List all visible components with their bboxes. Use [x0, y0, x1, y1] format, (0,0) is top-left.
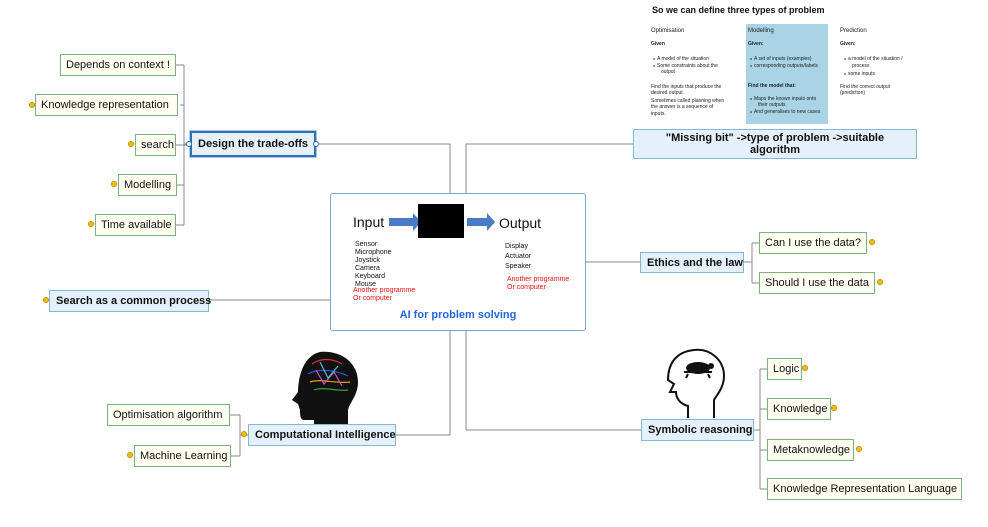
ethics-law-node[interactable]: Ethics and the law: [640, 252, 744, 273]
note-marker-icon[interactable]: [43, 297, 49, 303]
central-topic-caption: AI for problem solving: [399, 309, 517, 321]
col1-bullet: output: [661, 69, 675, 75]
line-computational: [395, 331, 451, 436]
input-item: Microphone: [355, 249, 392, 256]
collapse-handle[interactable]: [313, 141, 319, 147]
problem-types-panel: So we can define three types of problem …: [640, 0, 902, 128]
output-label: Output: [499, 215, 542, 231]
output-item: Display: [505, 243, 528, 250]
ci-child-optimisation[interactable]: Optimisation algorithm: [107, 404, 230, 426]
note-marker-icon[interactable]: [856, 446, 862, 452]
col1-bullet: A model of the situation: [657, 56, 709, 62]
brain-head-icon: [292, 351, 358, 430]
col1-find: inputs.: [651, 111, 666, 117]
ethics-child-can-use[interactable]: Can I use the data?: [759, 232, 867, 254]
note-marker-icon[interactable]: [877, 279, 883, 285]
line-design: [317, 143, 451, 193]
input-item: Mouse: [355, 281, 377, 288]
note-marker-icon[interactable]: [128, 141, 134, 147]
col1-bullet: Some constraints about the: [657, 63, 718, 69]
symbolic-child-knowledge[interactable]: Knowledge: [767, 398, 831, 420]
design-child-modelling[interactable]: Modelling: [118, 174, 177, 196]
line-symbolic: [465, 331, 641, 431]
col2-find-bullet: And generalises to new cases: [754, 109, 821, 115]
input-red-item: Or computer: [353, 295, 392, 302]
input-arrow: [389, 213, 421, 231]
input-red-item: Another programme: [353, 287, 416, 294]
ci-child-machine-learning[interactable]: Machine Learning: [134, 445, 231, 467]
col2-bullet: corresponding outputs/labels: [754, 63, 818, 69]
note-marker-icon[interactable]: [127, 452, 133, 458]
note-marker-icon[interactable]: [241, 431, 247, 437]
col1-find: Find the inputs that produce the: [651, 84, 722, 90]
output-red-item: Another programme: [507, 276, 570, 283]
col3-bullet: some inputs: [848, 71, 875, 77]
bullet-dots: [653, 58, 846, 113]
prediction-header: Prediction: [840, 28, 867, 34]
col1-find: Sometimes called planning when: [651, 98, 725, 104]
col2-find-bullet: their outputs: [758, 102, 786, 108]
col2-bullet: A set of inputs (examples): [754, 56, 812, 62]
output-arrow: [467, 213, 495, 231]
input-item: Joystick: [355, 257, 380, 264]
search-common-process-node[interactable]: Search as a common process: [49, 290, 211, 312]
ethics-child-should-use[interactable]: Should I use the data: [759, 272, 875, 294]
note-marker-icon[interactable]: [802, 365, 808, 371]
problem-types-title: So we can define three types of problem: [652, 5, 825, 15]
design-tradeoffs-node[interactable]: Design the trade-offs: [189, 130, 317, 158]
note-marker-icon[interactable]: [88, 221, 94, 227]
black-box-diagram: [389, 204, 495, 238]
input-item: Camera: [355, 265, 380, 272]
collapse-handle[interactable]: [186, 141, 192, 147]
col2-find-bullet: Maps the known inputs onto: [754, 96, 817, 102]
output-red-item: Or computer: [507, 284, 546, 291]
design-child-context[interactable]: Depends on context !: [60, 54, 176, 76]
col3-find: (prediction): [840, 90, 866, 96]
symbolic-reasoning-node[interactable]: Symbolic reasoning: [641, 419, 754, 441]
note-marker-icon[interactable]: [831, 405, 837, 411]
col3-bullet: process: [852, 63, 870, 69]
symbolic-child-logic[interactable]: Logic: [767, 358, 802, 380]
symbolic-child-metaknowledge[interactable]: Metaknowledge: [767, 439, 854, 461]
output-item: Actuator: [505, 253, 532, 260]
col1-given: Given: [651, 41, 665, 47]
input-item: Sensor: [355, 241, 378, 248]
output-item: Speaker: [505, 263, 532, 270]
col3-bullet: a model of the situation /: [848, 56, 903, 62]
input-label: Input: [353, 214, 385, 230]
col3-find: Find the correct output: [840, 84, 891, 90]
col2-find-head: Find the model that:: [748, 83, 796, 89]
thinking-head-icon: [666, 348, 726, 418]
modelling-header: Modelling: [748, 28, 774, 34]
note-marker-icon[interactable]: [869, 239, 875, 245]
design-child-knowledge-representation[interactable]: Knowledge representation: [35, 94, 178, 116]
input-item: Keyboard: [355, 273, 385, 280]
col2-given: Given:: [748, 41, 764, 47]
central-topic[interactable]: Input Output Sensor Microphone Joystick …: [330, 193, 586, 331]
col3-given: Given:: [840, 41, 856, 47]
note-marker-icon[interactable]: [29, 102, 35, 108]
computational-intelligence-node[interactable]: Computational Intelligence: [248, 424, 396, 446]
modelling-highlight: [746, 24, 828, 124]
missing-bit-node[interactable]: "Missing bit" ->type of problem ->suitab…: [633, 129, 917, 159]
black-box: [418, 204, 464, 238]
design-child-time[interactable]: Time available: [95, 214, 176, 236]
optimisation-header: Optimisation: [651, 28, 685, 34]
design-child-search[interactable]: search: [135, 134, 176, 156]
col1-find: desired output.: [651, 90, 685, 96]
line-missing: [465, 143, 633, 193]
symbolic-child-krl[interactable]: Knowledge Representation Language: [767, 478, 962, 500]
note-marker-icon[interactable]: [111, 181, 117, 187]
col1-find: the answer is a sequence of: [651, 104, 714, 110]
